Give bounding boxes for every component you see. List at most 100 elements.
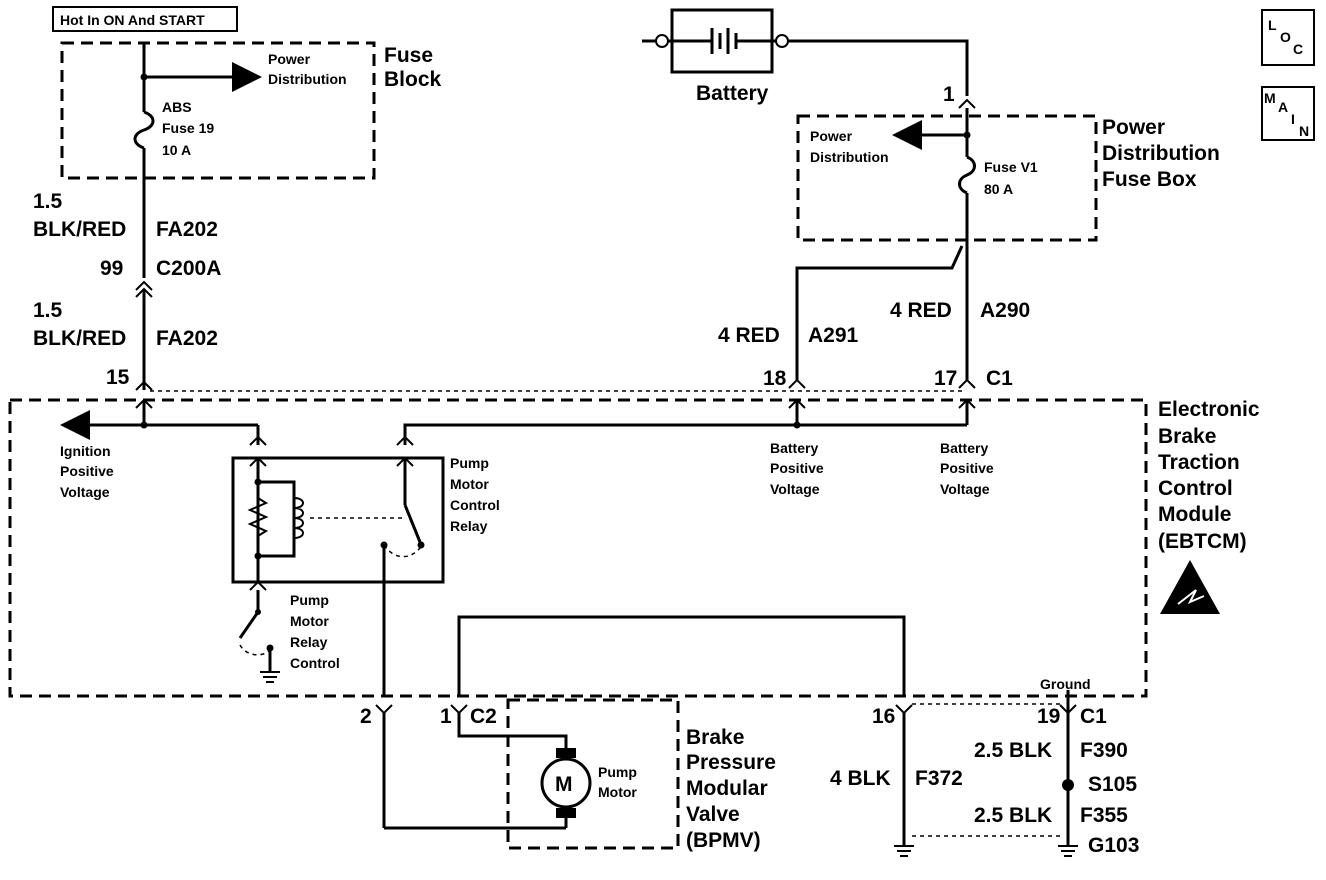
pin-2: 2	[360, 705, 372, 728]
connector-c2: C2	[470, 705, 497, 728]
wire-fa202b-gauge: 1.5	[33, 299, 63, 322]
splice-s105-icon	[1062, 779, 1074, 791]
ebtcm-title-2: Brake	[1158, 425, 1216, 448]
battery-label: Battery	[696, 82, 769, 105]
pump-motor-label-2: Motor	[598, 784, 637, 800]
pdfb-title-3: Fuse Box	[1102, 168, 1197, 191]
wire-fa202b-circuit: FA202	[156, 327, 218, 350]
ignition-label: Ignition	[60, 443, 111, 459]
ebtcm-title-4: Control	[1158, 477, 1233, 500]
esd-warning-icon	[1160, 560, 1220, 614]
abs-fuse-name: ABS	[162, 99, 192, 115]
motor-symbol: M	[555, 773, 573, 796]
pin-1: 1	[440, 705, 452, 728]
pin-18: 18	[763, 367, 787, 390]
relay-control-label-4: Control	[290, 655, 340, 671]
battery-positive-voltage-2: Battery	[940, 440, 988, 456]
bpmv-title: Brake	[686, 726, 744, 749]
relay-control-label: Pump	[290, 592, 329, 608]
pin-19: 19	[1037, 705, 1060, 728]
pin-16-connector-icon	[895, 704, 913, 715]
fuse-block-title: Fuse	[384, 44, 433, 67]
battery-positive-voltage-2b: Positive	[940, 460, 994, 476]
hot-in-label: Hot In ON And START	[52, 6, 238, 32]
ignition-label-3: Voltage	[60, 484, 110, 500]
pin-15: 15	[106, 366, 130, 389]
c200a-pin: 99	[100, 257, 123, 280]
wire-fa202-color: BLK/RED	[33, 218, 126, 241]
connector-c1-top: C1	[986, 367, 1013, 390]
pin-1-connector-icon	[450, 704, 468, 715]
main-letter-m: M	[1264, 90, 1276, 106]
pump-motor-label: Pump	[598, 764, 637, 780]
relay-coil-icon	[293, 497, 304, 539]
fuse-block: Fuse Block Power Distribution ABS Fuse 1…	[60, 41, 442, 278]
abs-fuse-rating: 10 A	[162, 142, 191, 158]
bpmv-title-4: Valve	[686, 803, 740, 826]
resistor-icon	[247, 497, 269, 537]
abs-fuse-number: Fuse 19	[162, 120, 214, 136]
relay-control-label-3: Relay	[290, 634, 328, 650]
pin-15-connector-icon	[135, 380, 153, 391]
wire-fa202-circuit: FA202	[156, 218, 218, 241]
bpmv-title-2: Pressure	[686, 751, 776, 774]
ebtcm-title-3: Traction	[1158, 451, 1240, 474]
wire-f355-label: 2.5 BLK	[974, 804, 1052, 827]
ignition-label-2: Positive	[60, 463, 114, 479]
relay-label: Pump	[450, 455, 489, 471]
wire-f372-label: 4 BLK	[830, 767, 891, 790]
fuse-block-pd-label: Power	[268, 51, 311, 67]
relay-label-2: Motor	[450, 476, 489, 492]
pin-16: 16	[872, 705, 895, 728]
loc-letter-c: C	[1293, 41, 1303, 57]
ground-icon-relay	[260, 671, 280, 683]
relay-label-4: Relay	[450, 518, 488, 534]
relay-control-label-2: Motor	[290, 613, 329, 629]
pdfb-pd-label-2: Distribution	[810, 149, 889, 165]
fuse-block-pd-label-2: Distribution	[268, 71, 347, 87]
wire-a290-circuit: A290	[980, 299, 1030, 322]
abs-fuse-icon	[133, 110, 155, 150]
c200a-connector: C200A	[156, 257, 221, 280]
wire-fa202-gauge: 1.5	[33, 190, 63, 213]
hot-in-text: Hot In ON And START	[60, 12, 205, 28]
pin-2-connector-icon	[375, 704, 393, 715]
ebtcm-title: Electronic	[1158, 398, 1260, 421]
fuse-block-title-2: Block	[384, 68, 442, 91]
bpmv-title-5: (BPMV)	[686, 829, 761, 852]
battery-positive-voltage-1c: Voltage	[770, 481, 820, 497]
fuse-v1-name: Fuse V1	[984, 159, 1038, 175]
power-distribution-fuse-box: Power Distribution Fuse Box Power Distri…	[796, 108, 1220, 380]
ebtcm-title-5: Module	[1158, 503, 1232, 526]
wire-fa202b-color: BLK/RED	[33, 327, 126, 350]
relay-switch-icon	[403, 504, 422, 543]
wire-a291-label: 4 RED	[718, 324, 780, 347]
loc-badge[interactable]: L O C	[1261, 9, 1315, 66]
pin-17: 17	[934, 367, 957, 390]
pdfb-title-2: Distribution	[1102, 142, 1220, 165]
pin-18-connector-icon	[788, 378, 806, 389]
pump-motor-control-relay: Pump Motor Control Relay	[231, 455, 500, 591]
battery: Battery	[642, 8, 789, 105]
wire-f355-circuit: F355	[1080, 804, 1128, 827]
battery-positive-voltage-1: Battery	[770, 440, 818, 456]
ebtcm-module: Electronic Brake Traction Control Module…	[8, 398, 1260, 698]
main-badge[interactable]: M A I N	[1261, 86, 1315, 141]
main-letter-i: I	[1291, 111, 1295, 127]
main-letter-n: N	[1299, 123, 1309, 139]
splice-s105: S105	[1088, 773, 1137, 796]
wire-a290-label: 4 RED	[890, 299, 952, 322]
fuse-v1-icon	[958, 155, 976, 195]
ground-label: Ground	[1040, 676, 1091, 692]
pdfb-pd-label: Power	[810, 128, 853, 144]
bpmv-title-3: Modular	[686, 777, 768, 800]
pump-motor-icon	[540, 757, 592, 809]
pdfb-connector-icon	[958, 98, 976, 109]
relay-label-3: Control	[450, 497, 500, 513]
relay-control-switch: Pump Motor Relay Control	[238, 590, 340, 683]
wire-f390-label: 2.5 BLK	[974, 739, 1052, 762]
fuse-v1-rating: 80 A	[984, 181, 1013, 197]
pdfb-title: Power	[1102, 116, 1165, 139]
ground-icon-f372	[894, 845, 914, 857]
